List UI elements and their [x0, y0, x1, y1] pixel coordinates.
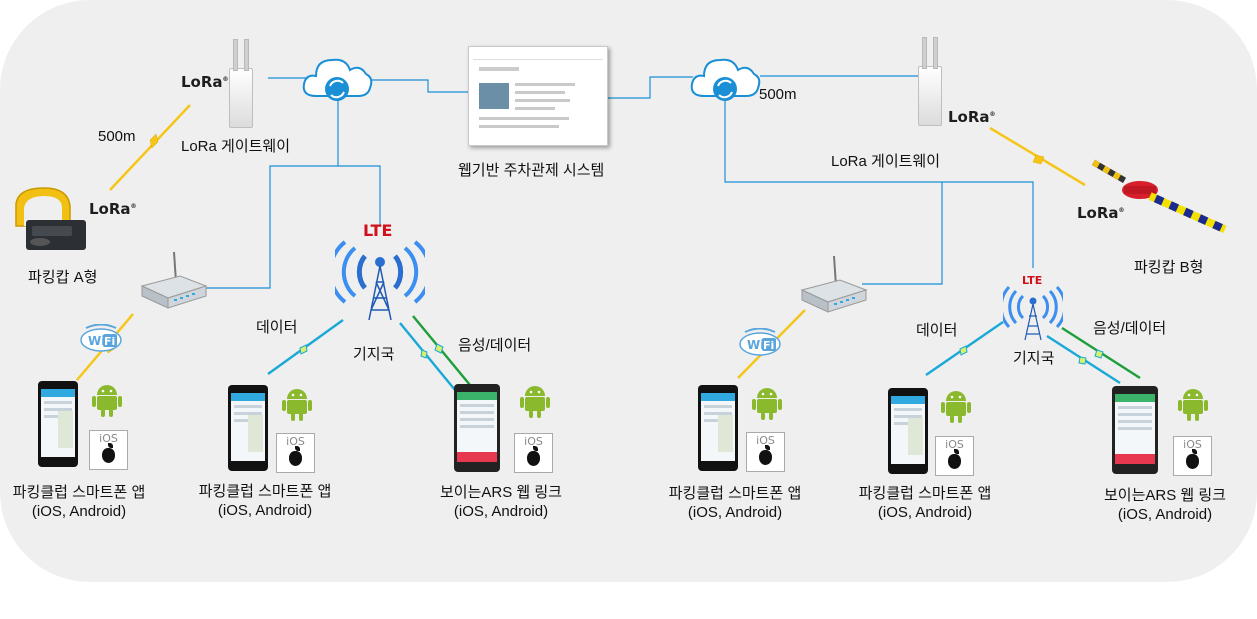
app-caption-2: 파킹클럽 스마트폰 앱(iOS, Android)	[198, 483, 332, 519]
link-cloud-monitor-left	[372, 79, 475, 93]
data-label-left: 데이터	[256, 319, 298, 336]
smartphone-icon	[698, 385, 738, 471]
lte-tower-icon: LTE	[1003, 274, 1063, 341]
link-monitor-cloud-right	[607, 76, 693, 99]
ars-caption-left: 보이는ARS 웹 링크(iOS, Android)	[440, 484, 562, 520]
link-cloud-router-left	[205, 98, 339, 289]
parking-cap-a-label: 파킹캅 A형	[28, 269, 98, 286]
ars-smartphone-icon	[1112, 386, 1158, 474]
lora-brand-text: LoRa	[181, 73, 223, 91]
android-icon	[520, 386, 550, 418]
diagram-background	[0, 0, 1257, 582]
cloud-sync-icon	[690, 58, 761, 101]
voice-data-label-left: 음성/데이터	[458, 337, 532, 354]
app-caption-3: 파킹클럽 스마트폰 앱(iOS, Android)	[668, 485, 802, 521]
ios-apple-icon: iOS	[935, 436, 974, 476]
android-icon	[1178, 389, 1208, 421]
monitor-icon	[468, 46, 608, 146]
svg-text:LTE: LTE	[1022, 274, 1042, 287]
svg-text:LTE: LTE	[363, 221, 392, 240]
wifi-text: Wi	[88, 334, 105, 348]
smartphone-icon	[38, 381, 78, 467]
wifi-router-icon	[140, 251, 208, 309]
data-label-right: 데이터	[916, 322, 958, 339]
smartphone-icon	[888, 388, 928, 474]
wifi-logo-icon: Wi Fi	[80, 324, 122, 352]
android-icon	[282, 389, 312, 421]
android-icon	[752, 388, 782, 420]
ios-apple-icon: iOS	[89, 430, 128, 470]
link-cloud-lte-right	[724, 100, 1034, 268]
base-station-label-right: 기지국	[1013, 350, 1055, 367]
lora-gateway-icon	[229, 39, 253, 128]
ios-apple-icon: iOS	[746, 432, 785, 472]
parking-cap-b-label: 파킹캅 B형	[1134, 259, 1204, 276]
svg-text:Fi: Fi	[104, 335, 115, 348]
lora-logo-gateway-right: LoRa®	[948, 108, 996, 126]
ios-apple-icon: iOS	[1173, 436, 1212, 476]
link-cloud-lte-left	[338, 165, 381, 225]
parking-barrier-icon	[1091, 159, 1227, 234]
cloud-sync-icon	[302, 58, 373, 101]
link-cloud-router-right	[862, 182, 943, 285]
parking-lock-icon	[15, 187, 86, 250]
lora-gateway-icon	[918, 37, 942, 126]
gateway-label-right: LoRa 게이트웨이	[831, 153, 941, 170]
web-system-label: 웹기반 주차관제 시스템	[458, 162, 605, 179]
android-icon	[92, 385, 122, 417]
lora-logo-cap-a: LoRa®	[89, 200, 137, 218]
ars-smartphone-icon	[454, 384, 500, 472]
lora-logo-gateway-left: LoRa®	[181, 73, 229, 91]
smartphone-icon	[228, 385, 268, 471]
gateway-label-left: LoRa 게이트웨이	[181, 138, 291, 155]
lte-tower-icon: LTE	[335, 221, 425, 321]
wifi-router-icon	[800, 255, 868, 313]
svg-text:Wi: Wi	[747, 338, 764, 352]
lora-logo-cap-b: LoRa®	[1077, 204, 1125, 222]
distance-label-left: 500m	[98, 128, 136, 145]
link-lora-cap-a	[109, 104, 191, 191]
android-icon	[941, 391, 971, 423]
svg-text:Fi: Fi	[763, 339, 774, 352]
ars-caption-right: 보이는ARS 웹 링크(iOS, Android)	[1104, 487, 1226, 523]
app-caption-4: 파킹클럽 스마트폰 앱(iOS, Android)	[858, 485, 992, 521]
ios-apple-icon: iOS	[276, 433, 315, 473]
wifi-logo-icon: Wi Fi	[739, 328, 781, 356]
voice-data-label-right: 음성/데이터	[1093, 320, 1167, 337]
app-caption-1: 파킹클럽 스마트폰 앱(iOS, Android)	[12, 484, 146, 520]
ios-apple-icon: iOS	[514, 433, 553, 473]
distance-label-right: 500m	[759, 86, 797, 103]
base-station-label-left: 기지국	[353, 346, 395, 363]
